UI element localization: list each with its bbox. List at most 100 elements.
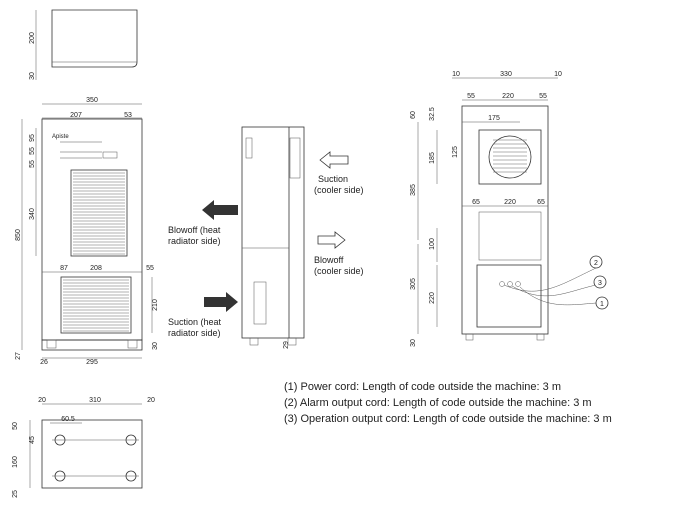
front-foot-left — [46, 339, 57, 349]
dim-front-upper-right: 53 — [124, 112, 132, 119]
suction-heat-arrow — [204, 292, 238, 312]
dim-front-lower-grille-height: 210 — [152, 299, 159, 311]
dim-front-upper-left: 207 — [70, 112, 82, 119]
rear-view: 2 3 1 10 330 10 55 220 55 175 60 32.5 18… — [410, 71, 609, 347]
side-view-outline — [241, 126, 305, 339]
svg-text:Apiste: Apiste — [52, 134, 69, 140]
dim-rear-fan-right: 55 — [539, 93, 547, 100]
dim-base-top: 50 — [12, 422, 19, 430]
note-alarm-cord: (2) Alarm output cord: Length of code ou… — [284, 397, 592, 409]
dim-rear-mid-left: 65 — [472, 199, 480, 206]
callout-2 — [589, 255, 603, 269]
cord-line-1 — [519, 286, 597, 306]
dim-rear-mid-height: 100 — [429, 238, 436, 250]
side-foot-right — [287, 337, 297, 346]
side-handle — [245, 137, 253, 159]
cord-line-3 — [511, 284, 597, 297]
callout-1 — [595, 296, 609, 310]
rear-cord-gland-1 — [499, 281, 505, 287]
dim-front-lower-right: 55 — [146, 265, 154, 272]
flow-arrows: Suction (cooler side) Blowoff (heat radi… — [168, 151, 364, 338]
callout-1-label: 1 — [600, 301, 604, 308]
dim-rear-fan-offset: 32.5 — [429, 107, 436, 121]
dim-top-view-200: 200 — [29, 32, 36, 44]
rear-fan-box — [478, 129, 542, 185]
side-upper-vent — [289, 137, 301, 179]
rear-foot-right — [536, 333, 545, 341]
dim-front-bottom-offset: 30 — [152, 342, 159, 350]
label-blowoff-cooler-2: (cooler side) — [314, 266, 364, 276]
dim-rear-fan-left: 55 — [467, 93, 475, 100]
side-view: 29 — [241, 126, 305, 349]
dim-base-height: 160 — [12, 456, 19, 468]
dim-base-left: 20 — [38, 397, 46, 404]
rear-cord-gland-3 — [515, 281, 521, 287]
note-power-cord: (1) Power cord: Length of code outside t… — [284, 381, 561, 393]
rear-foot-left — [465, 333, 474, 341]
dim-front-base-width: 295 — [86, 359, 98, 366]
dim-top-view-30: 30 — [29, 72, 36, 80]
side-lower-vent — [253, 281, 267, 325]
label-suction-heat-1: Suction (heat — [168, 317, 222, 327]
dim-rear-top-width: 330 — [500, 71, 512, 78]
callout-2-label: 2 — [594, 260, 598, 267]
front-display-panel — [102, 151, 118, 159]
rear-view-outline — [461, 105, 549, 335]
dim-base-right: 20 — [147, 397, 155, 404]
front-foot-right — [127, 339, 138, 349]
dim-rear-upper-height: 385 — [410, 184, 417, 196]
label-suction-heat-2: radiator side) — [168, 328, 221, 338]
dim-rear-top-offset: 60 — [410, 111, 417, 119]
dim-front-grille-height: 340 — [29, 208, 36, 220]
dim-rear-bottom: 30 — [410, 339, 417, 347]
dim-base-width: 310 — [89, 397, 101, 404]
dim-front-foot: 27 — [15, 352, 22, 360]
dim-front-side-55a: 55 — [29, 147, 36, 155]
side-foot-left — [249, 337, 259, 346]
dim-base-bolt: 45 — [29, 436, 36, 444]
dim-rear-top-left: 10 — [452, 71, 460, 78]
callout-3 — [593, 275, 607, 289]
label-blowoff-cooler-1: Blowoff — [314, 255, 344, 265]
rear-fan-guard — [488, 135, 532, 179]
dim-rear-fan-small: 125 — [452, 146, 459, 158]
dim-rear-mid-right: 65 — [537, 199, 545, 206]
dim-front-base-left: 26 — [40, 359, 48, 366]
dim-front-side-55b: 55 — [29, 160, 36, 168]
cord-notes: (1) Power cord: Length of code outside t… — [284, 381, 612, 425]
dim-front-lower-left: 87 — [60, 265, 68, 272]
dim-rear-lower-box: 220 — [429, 292, 436, 304]
dim-rear-fan-width: 220 — [502, 93, 514, 100]
label-suction-cooler-1: Suction — [318, 174, 348, 184]
dim-front-side-95: 95 — [29, 134, 36, 142]
front-lower-grille — [60, 276, 132, 334]
base-view: 20 310 20 60.5 50 45 160 25 — [12, 397, 155, 498]
callout-3-label: 3 — [598, 280, 602, 287]
dim-front-lower-mid: 208 — [90, 265, 102, 272]
dim-rear-fan-height: 185 — [429, 152, 436, 164]
front-upper-grille — [70, 169, 128, 257]
blowoff-cooler-arrow — [317, 231, 346, 249]
label-suction-cooler-2: (cooler side) — [314, 185, 364, 195]
label-blowoff-heat-2: radiator side) — [168, 236, 221, 246]
front-view: Apiste 350 207 53 850 95 55 55 340 87 20… — [15, 97, 159, 366]
top-view-outline — [51, 9, 138, 68]
dim-base-hole-offset: 60.5 — [61, 416, 75, 423]
dim-rear-top-right: 10 — [554, 71, 562, 78]
rear-cord-gland-2 — [507, 281, 513, 287]
blowoff-heat-arrow — [202, 200, 238, 220]
dim-front-height: 850 — [15, 229, 22, 241]
suction-cooler-arrow — [319, 151, 349, 169]
dim-rear-fan-inner: 175 — [488, 115, 500, 122]
note-operation-cord: (3) Operation output cord: Length of cod… — [284, 413, 612, 425]
top-view: 200 30 — [29, 9, 138, 80]
dim-base-bottom: 25 — [12, 490, 19, 498]
base-view-outline — [41, 419, 143, 489]
dim-front-width: 350 — [86, 97, 98, 104]
cord-line-2 — [503, 267, 597, 292]
rear-lower-box — [476, 264, 542, 328]
rear-mid-panel — [478, 211, 542, 261]
label-blowoff-heat-1: Blowoff (heat — [168, 225, 221, 235]
dim-rear-mid-width: 220 — [504, 199, 516, 206]
